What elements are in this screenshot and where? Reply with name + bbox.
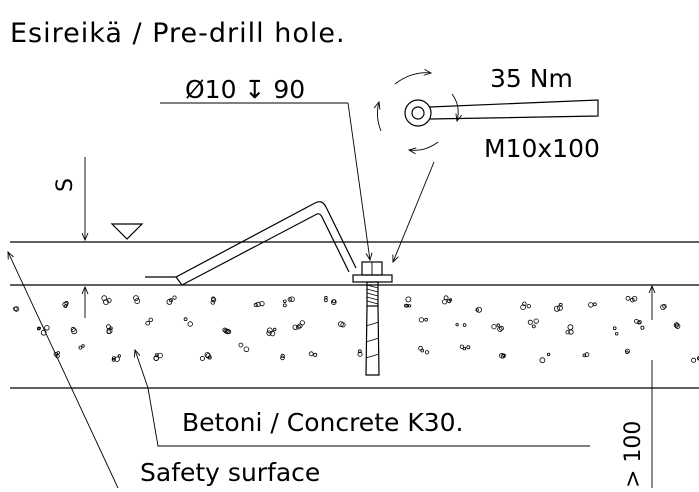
aggregate-grain: [463, 324, 466, 327]
aggregate-grain: [534, 319, 538, 323]
aggregate-grain: [244, 347, 249, 352]
aggregate-grain: [300, 321, 304, 325]
drill-spec-leader: [348, 103, 370, 260]
aggregate-grain: [184, 318, 187, 321]
aggregate-grain: [406, 297, 411, 302]
level-marker-icon: [112, 224, 142, 239]
bolt-size-label: M10x100: [484, 134, 600, 163]
aggregate-grain: [38, 327, 40, 329]
aggregate-grain: [45, 326, 50, 331]
aggregate-grain: [283, 300, 286, 303]
aggregate-grain: [456, 323, 458, 325]
bolt-leader: [393, 162, 434, 262]
aggregate-grain: [497, 324, 500, 327]
aggregate-grain: [641, 326, 644, 329]
aggregate-grain: [419, 318, 423, 322]
title-text: Esireikä / Pre-drill hole.: [10, 18, 346, 49]
aggregate-grain: [425, 318, 428, 321]
rotation-arrows-icon: [377, 73, 458, 151]
aggregate-grain: [527, 304, 530, 307]
depth-label: > 100: [621, 421, 646, 488]
aggregate-grain: [149, 318, 153, 322]
aggregate-grain: [239, 343, 243, 347]
aggregate-grain: [476, 307, 481, 312]
aggregate-grain: [200, 356, 204, 360]
aggregate-grain: [146, 321, 150, 325]
depth-dimension: > 100: [621, 286, 652, 488]
aggregate-grain: [267, 328, 272, 333]
aggregate-grain: [425, 351, 428, 354]
aggregate-grain: [692, 358, 696, 362]
aggregate-grain: [460, 345, 464, 349]
aggregate-grain: [467, 346, 470, 349]
torque-label: 35 Nm: [490, 64, 573, 93]
concrete-aggregate-texture: [14, 296, 699, 363]
aggregate-grain: [309, 352, 313, 356]
aggregate-grain: [615, 333, 618, 336]
aggregate-grain: [419, 346, 423, 350]
aggregate-grain: [626, 351, 629, 354]
aggregate-grain: [589, 303, 594, 308]
aggregate-grain: [173, 296, 176, 299]
concrete-label: Betoni / Concrete K30.: [182, 408, 463, 437]
aggregate-grain: [188, 322, 193, 327]
aggregate-grain: [444, 296, 448, 300]
railing-bar: [145, 202, 356, 285]
safety-surface-label: Safety surface: [140, 458, 320, 487]
aggregate-grain: [626, 296, 630, 300]
aggregate-grain: [408, 305, 410, 307]
anchor-bolt-icon: [353, 262, 392, 375]
aggregate-grain: [540, 358, 545, 363]
aggregate-grain: [273, 328, 276, 331]
aggregate-grain: [82, 345, 85, 348]
surface-thickness-label: S: [53, 178, 78, 192]
aggregate-grain: [613, 327, 616, 330]
wrench-icon: [405, 100, 598, 126]
safety-surface-leader: [8, 252, 118, 488]
aggregate-grain: [118, 355, 120, 357]
aggregate-grain: [593, 303, 596, 306]
aggregate-grain: [638, 321, 641, 324]
aggregate-grain: [135, 299, 140, 304]
aggregate-grain: [314, 353, 317, 356]
aggregate-grain: [283, 304, 286, 307]
aggregate-grain: [568, 325, 573, 330]
aggregate-grain: [532, 325, 535, 328]
aggregate-grain: [442, 300, 446, 304]
aggregate-grain: [134, 296, 139, 301]
aggregate-grain: [102, 296, 107, 301]
aggregate-grain: [528, 320, 532, 324]
aggregate-grain: [211, 301, 215, 305]
drill-spec-label: Ø10 ↧ 90: [185, 75, 305, 104]
aggregate-grain: [547, 353, 550, 356]
aggregate-grain: [492, 325, 496, 329]
surface-thickness-dimension: S: [53, 157, 85, 318]
